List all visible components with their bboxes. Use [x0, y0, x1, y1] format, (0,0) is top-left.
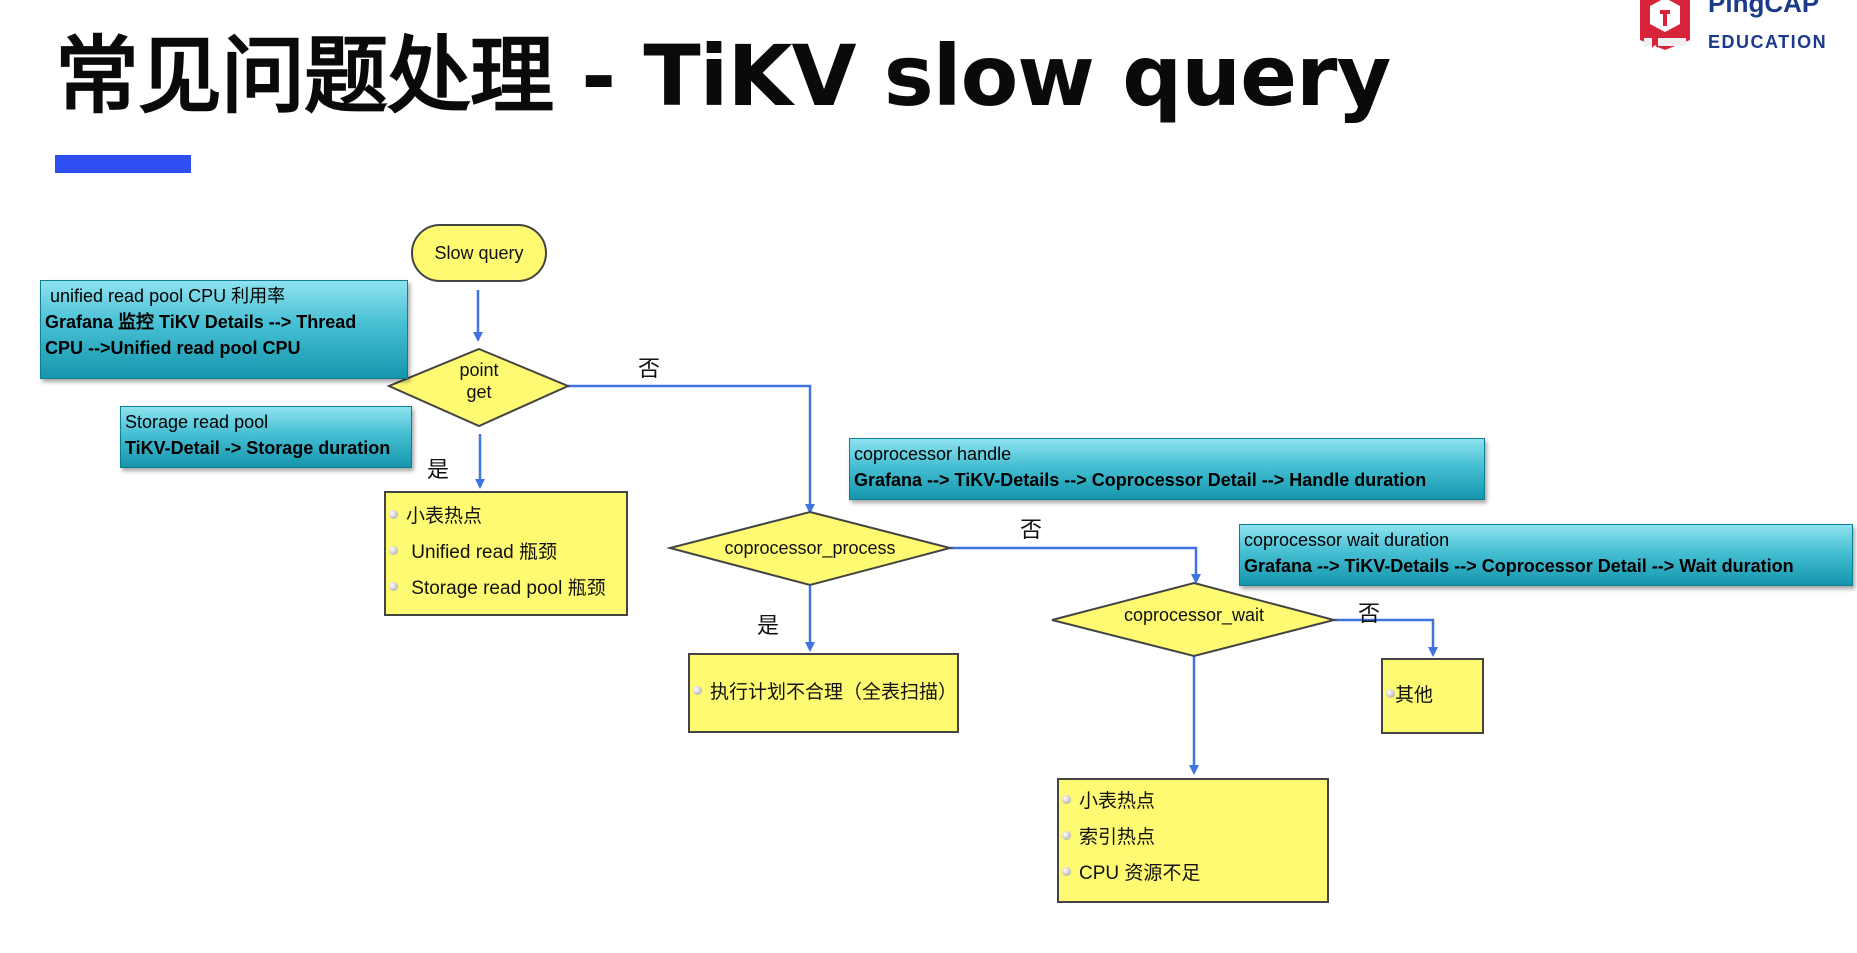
note-line-bold: CPU -->Unified read pool CPU [45, 338, 301, 358]
result-item: Unified read 瓶颈 [389, 537, 557, 564]
bullet-icon [389, 546, 398, 556]
note-line: Storage read pool [125, 412, 269, 432]
result-box-wait-no: 其他 [1381, 658, 1484, 734]
result-item-text: 小表热点 [406, 506, 483, 527]
pingcap-logo: PingCAP EDUCATION [1638, 0, 1848, 58]
result-item-text: 执行计划不合理（全表扫描） [710, 682, 958, 703]
bullet-icon [389, 510, 398, 520]
start-node-slow-query: Slow query [411, 224, 547, 282]
result-item-text: 小表热点 [1079, 791, 1156, 812]
note-coprocessor-wait: coprocessor wait duration Grafana --> Ti… [1239, 524, 1853, 586]
pingcap-shield-icon [1640, 0, 1690, 50]
result-item: 执行计划不合理（全表扫描） [693, 677, 957, 704]
note-line: unified read pool CPU 利用率 [50, 286, 286, 306]
bullet-icon [1062, 867, 1071, 877]
result-item-text: Storage read pool 瓶颈 [411, 578, 606, 599]
result-item-text: 其他 [1395, 685, 1434, 706]
decision-point-get: point get [439, 359, 519, 403]
decision-coprocessor-process-shape [666, 510, 954, 587]
logo-sub-text: EDUCATION [1708, 32, 1828, 52]
bullet-icon [1062, 795, 1071, 805]
title-accent-bar [55, 155, 191, 173]
bullet-icon [693, 686, 702, 696]
decision-point-get-line1: point [459, 360, 499, 380]
note-coprocessor-handle: coprocessor handle Grafana --> TiKV-Deta… [849, 438, 1485, 500]
decision-coprocessor-wait: coprocessor_wait [1123, 605, 1265, 625]
result-item: 小表热点 [389, 501, 482, 528]
note-line: coprocessor handle [854, 444, 1012, 464]
branch-label-pointget-no: 否 [638, 356, 661, 381]
note-line-bold: Grafana --> TiKV-Details --> Coprocessor… [854, 470, 1427, 490]
branch-label-process-yes: 是 [757, 613, 780, 638]
note-line: coprocessor wait duration [1244, 530, 1450, 550]
note-storage-read-pool: Storage read pool TiKV-Detail -> Storage… [120, 406, 412, 468]
result-item: 小表热点 [1062, 786, 1155, 813]
decision-coprocessor-process: coprocessor_process [724, 538, 896, 558]
result-item: 索引热点 [1062, 822, 1155, 849]
arrow-process-no [950, 546, 1201, 584]
result-box-process: 执行计划不合理（全表扫描） [688, 653, 959, 733]
note-unified-read-pool: unified read pool CPU 利用率 Grafana 监控 TiK… [40, 280, 408, 379]
arrow-pointget-no [568, 384, 815, 514]
decision-point-get-shape [386, 347, 571, 428]
decision-point-get-line2: get [466, 382, 492, 402]
branch-label-wait-no: 否 [1358, 601, 1381, 626]
branch-label-process-no: 否 [1020, 517, 1043, 542]
note-line-bold: Grafana --> TiKV-Details --> Coprocessor… [1244, 556, 1794, 576]
result-box-point-get: 小表热点 Unified read 瓶颈 Storage read pool 瓶… [384, 491, 628, 616]
note-line-bold: TiKV-Detail -> Storage duration [125, 438, 391, 458]
bullet-icon [389, 582, 398, 592]
page-title: 常见问题处理 - TiKV slow query [55, 27, 1391, 125]
start-node-label: Slow query [434, 242, 524, 263]
bullet-icon [1062, 831, 1071, 841]
result-box-wait-yes: 小表热点 索引热点 CPU 资源不足 [1057, 778, 1329, 903]
result-item: Storage read pool 瓶颈 [389, 573, 606, 600]
result-item-text: Unified read 瓶颈 [411, 542, 558, 563]
result-item-text: 索引热点 [1079, 827, 1156, 848]
result-item: CPU 资源不足 [1062, 858, 1200, 885]
branch-label-pointget-yes: 是 [427, 457, 450, 482]
result-item: 其他 [1386, 680, 1433, 707]
arrow-wait-no [1334, 618, 1438, 657]
logo-brand-text: PingCAP [1708, 0, 1820, 18]
bullet-icon [1386, 689, 1395, 699]
decision-coprocessor-wait-shape [1051, 581, 1338, 658]
result-item-text: CPU 资源不足 [1079, 863, 1201, 884]
note-line-bold: Grafana 监控 TiKV Details --> Thread [45, 312, 357, 332]
